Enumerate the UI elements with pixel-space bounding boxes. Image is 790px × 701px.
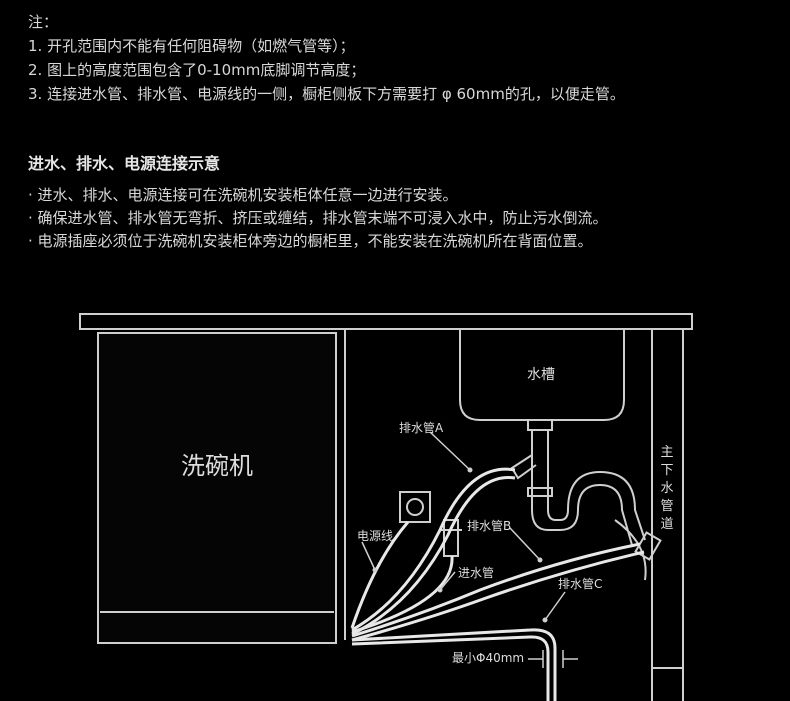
drain-b-leader — [509, 527, 541, 561]
inlet-leader — [439, 571, 456, 591]
power-cord — [350, 521, 410, 629]
connection-bullets: · 进水、排水、电源连接可在洗碗机安装柜体任意一边进行安装。 · 确保进水管、排… — [28, 184, 608, 253]
installation-notes: 注： 1. 开孔范围内不能有任何阻碍物（如燃气管等）； 2. 图上的高度范围包含… — [28, 10, 625, 106]
main-drain-bend — [614, 519, 647, 581]
drain-a-leader — [429, 431, 471, 471]
socket-hole — [406, 498, 424, 516]
power-cord-leader-dot — [372, 567, 378, 573]
main-drain-char-3: 水 — [660, 481, 673, 496]
note-item-1: 1. 开孔范围内不能有任何阻碍物（如燃气管等）； — [28, 37, 355, 55]
drain-hose-b-inner — [351, 550, 645, 642]
inlet-leader-dot — [437, 587, 443, 593]
dishwasher-label: 洗碗机 — [181, 452, 253, 480]
drain-b-leader-dot — [537, 557, 543, 563]
drain-a-leader-dot — [467, 467, 473, 473]
bullet-item-1: · 进水、排水、电源连接可在洗碗机安装柜体任意一边进行安装。 — [28, 186, 458, 204]
drain-hose-b — [351, 542, 641, 638]
drain-a-label: 排水管A — [399, 420, 444, 435]
notes-header: 注： — [28, 13, 59, 31]
drain-trap — [510, 419, 662, 561]
hoses — [350, 467, 645, 701]
note-item-3: 3. 连接进水管、排水管、电源线的一侧，橱柜侧板下方需要打 φ 60mm的孔，以… — [28, 85, 625, 103]
power-cord-leader — [361, 541, 376, 571]
countertop — [79, 313, 693, 330]
drain-hose-c — [351, 628, 557, 701]
drain-c-label: 排水管C — [558, 576, 602, 591]
drain-hose-a-inner — [351, 475, 516, 636]
drain-c-leader-dot — [542, 617, 548, 623]
bullet-item-3: · 电源插座必须位于洗碗机安装柜体旁边的橱柜里，不能安装在洗碗机所在背面位置。 — [28, 232, 593, 250]
bullet-item-2: · 确保进水管、排水管无弯折、挤压或缠结，排水管末端不可浸入水中，防止污水倒流。 — [28, 209, 608, 227]
inlet-hose — [351, 555, 454, 634]
dishwasher-body — [97, 332, 337, 644]
drain-hose-c-inner — [351, 635, 550, 701]
note-item-2: 2. 图上的高度范围包含了0-10mm底脚调节高度； — [28, 61, 366, 79]
main-drain-char-2: 下 — [660, 463, 673, 478]
drain-hose-a — [351, 467, 516, 632]
drain-b-label: 排水管B — [467, 518, 511, 533]
power-socket — [399, 491, 431, 523]
min-diameter-label: 最小Φ40mm — [452, 651, 524, 665]
section-title: 进水、排水、电源连接示意 — [28, 154, 221, 173]
sink-label: 水槽 — [527, 367, 555, 383]
main-drain-char-4: 管 — [660, 499, 673, 514]
drain-c-leader — [544, 591, 566, 621]
main-drain-char-5: 道 — [660, 517, 673, 532]
main-drain-char-1: 主 — [660, 445, 673, 460]
power-cord-label: 电源线 — [357, 529, 393, 543]
inlet-hose-label: 进水管 — [458, 565, 494, 580]
